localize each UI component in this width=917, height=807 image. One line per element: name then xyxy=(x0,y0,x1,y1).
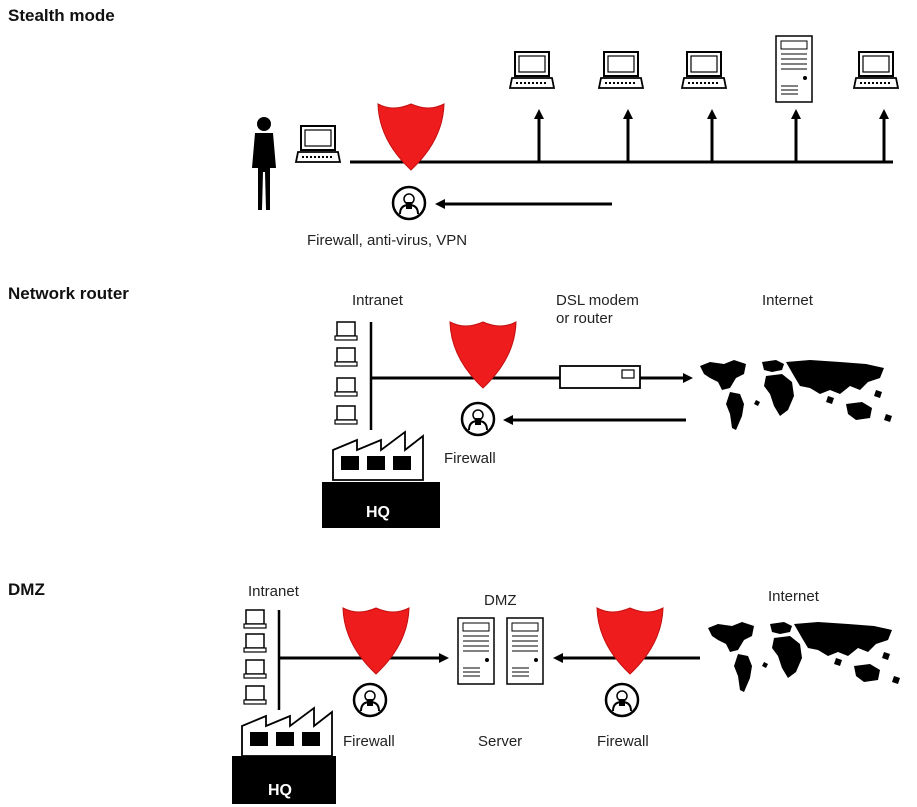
network-router-diagram: HQ xyxy=(322,321,892,528)
laptop-icon xyxy=(598,51,644,89)
world-map-icon xyxy=(700,360,892,430)
label-server: Server xyxy=(478,733,523,750)
label-internet-router: Internet xyxy=(762,292,813,309)
label-firewall-router: Firewall xyxy=(444,450,496,467)
stealth-mode-diagram xyxy=(252,35,899,221)
tower-server-icon xyxy=(457,617,495,685)
hq-label: HQ xyxy=(366,504,390,521)
label-internet-dmz: Internet xyxy=(768,588,819,605)
hq-label: HQ xyxy=(268,782,292,799)
intranet-computer-icon xyxy=(334,321,358,341)
firewall-shield-icon xyxy=(596,607,664,675)
dsl-modem-icon xyxy=(559,365,641,389)
label-intranet-router: Intranet xyxy=(352,292,403,309)
firewall-guard-icon xyxy=(391,185,427,221)
label-firewall-dmz-right: Firewall xyxy=(597,733,649,750)
caption-firewall-antivirus-vpn: Firewall, anti-virus, VPN xyxy=(307,232,468,249)
factory-icon xyxy=(232,707,336,804)
laptop-icon xyxy=(509,51,555,89)
label-firewall-dmz-left: Firewall xyxy=(343,733,395,750)
section-title-dmz: DMZ xyxy=(8,580,45,599)
intranet-computer-icon xyxy=(243,609,267,629)
dmz-diagram: HQ xyxy=(232,607,900,804)
laptop-icon xyxy=(295,125,341,163)
intranet-computer-icon xyxy=(243,659,267,679)
tower-server-icon xyxy=(775,35,813,103)
label-or-router: or router xyxy=(556,310,613,327)
laptop-icon xyxy=(853,51,899,89)
firewall-guard-icon xyxy=(352,682,388,718)
intranet-computer-icon xyxy=(243,633,267,653)
label-dsl-modem: DSL modem xyxy=(556,292,639,309)
factory-icon xyxy=(322,431,440,528)
section-title-network-router: Network router xyxy=(8,284,129,303)
laptop-icon xyxy=(681,51,727,89)
label-intranet-dmz: Intranet xyxy=(248,583,299,600)
firewall-guard-icon xyxy=(460,401,496,437)
intranet-computer-icon xyxy=(334,405,358,425)
firewall-guard-icon xyxy=(604,682,640,718)
firewall-shield-icon xyxy=(377,103,445,171)
intranet-computer-icon xyxy=(243,685,267,705)
intranet-computer-icon xyxy=(334,347,358,367)
intranet-computer-icon xyxy=(334,377,358,397)
firewall-shield-icon xyxy=(342,607,410,675)
person-icon xyxy=(252,117,276,210)
tower-server-icon xyxy=(506,617,544,685)
world-map-icon xyxy=(708,622,900,692)
label-dmz-zone: DMZ xyxy=(484,592,517,609)
section-title-stealth-mode: Stealth mode xyxy=(8,6,115,25)
